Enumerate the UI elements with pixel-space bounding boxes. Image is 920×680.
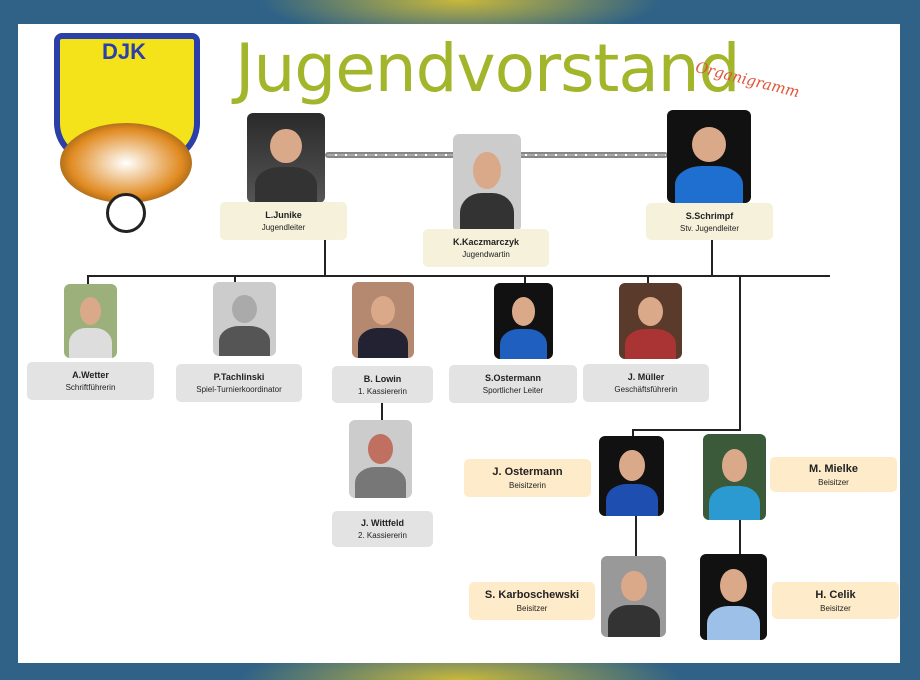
role: Jugendleiter — [261, 223, 306, 232]
name: S.Schrimpf — [685, 210, 734, 221]
connector — [324, 240, 326, 277]
connector — [632, 429, 634, 437]
connector — [632, 429, 741, 431]
name: K.Kaczmarczyk — [452, 237, 520, 247]
name: H. Celik — [815, 588, 856, 601]
role: Geschäftsführerin — [614, 385, 678, 394]
photo-l-junike — [247, 113, 325, 203]
role: Stv. Jugendleiter — [680, 223, 739, 233]
photo-s-schrimpf — [667, 110, 751, 203]
connector — [524, 275, 526, 284]
connector — [87, 275, 89, 285]
connector — [635, 516, 637, 556]
name: A.Wetter — [72, 370, 109, 380]
role: 1. Kassiererin — [358, 386, 407, 396]
name: S.Ostermann — [484, 373, 542, 383]
role: Sportlicher Leiter — [482, 386, 544, 395]
role: Beisitzerin — [509, 481, 546, 490]
role: Beisitzer — [516, 604, 548, 613]
name: M. Mielke — [809, 462, 858, 475]
photo-s-ostermann — [494, 283, 553, 359]
card-j-wittfeld: J. Wittfeld 2. Kassiererin — [332, 511, 433, 547]
connector — [711, 240, 713, 277]
name: P.Tachlinski — [213, 372, 265, 382]
photo-a-wetter — [64, 284, 117, 358]
connector — [647, 275, 649, 284]
name: B. Lowin — [363, 373, 402, 384]
club-logo: DJK — [40, 33, 212, 233]
role: 2. Kassiererin — [358, 531, 407, 540]
connector — [381, 403, 383, 420]
photo-j-mueller — [619, 283, 682, 359]
role: Beisitzer — [818, 477, 849, 487]
role: Beisitzer — [820, 603, 851, 613]
role: Jugendwartin — [462, 250, 510, 259]
photo-k-kaczmarczyk — [453, 134, 521, 232]
connector — [739, 520, 741, 554]
photo-h-celik — [700, 554, 767, 640]
card-b-lowin: B. Lowin 1. Kassiererin — [332, 366, 433, 403]
name: J. Ostermann — [492, 466, 563, 478]
photo-j-wittfeld — [349, 420, 412, 498]
connector — [234, 275, 236, 284]
photo-p-tachlinski — [213, 282, 276, 356]
name: J. Wittfeld — [361, 518, 404, 528]
connector — [87, 275, 830, 277]
name: J. Müller — [627, 372, 665, 382]
photo-m-mielke — [703, 434, 766, 520]
photo-s-karboschewski — [601, 556, 666, 637]
photo-j-ostermann — [599, 436, 664, 516]
role: Schriftführerin — [65, 383, 116, 392]
role: Spiel-Turnierkoordinator — [196, 385, 282, 394]
photo-b-lowin — [352, 282, 414, 358]
connector — [739, 276, 741, 430]
page-title: Jugendvorstand — [235, 30, 741, 107]
name: L.Junike — [265, 210, 302, 220]
name: S. Karboschewski — [484, 589, 580, 601]
